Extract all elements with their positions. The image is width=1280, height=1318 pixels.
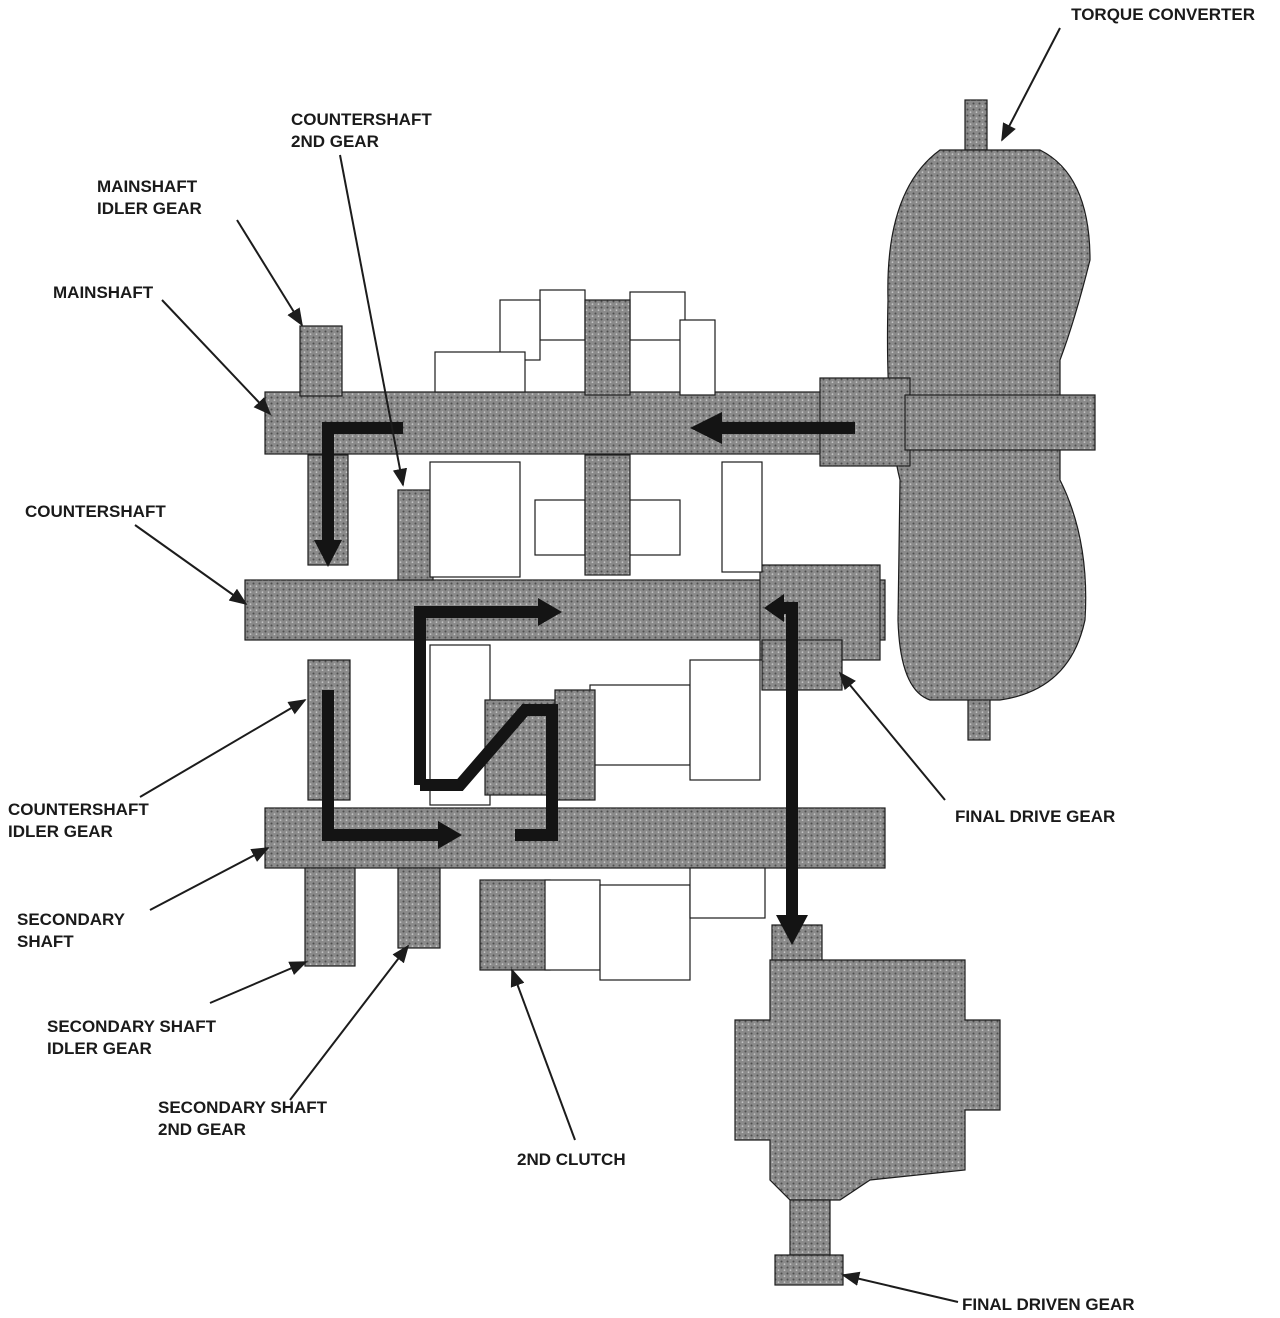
gear-and-clutch-packs <box>299 289 843 981</box>
label-countershaft-idler-gear: COUNTERSHAFT IDLER GEAR <box>8 800 153 841</box>
label-secondary-shaft-idler-gear: SECONDARY SHAFT IDLER GEAR <box>47 1017 221 1058</box>
label-secondary-shaft: SECONDARY SHAFT <box>17 910 129 951</box>
label-2nd-clutch: 2ND CLUTCH <box>517 1150 626 1169</box>
label-final-driven-gear: FINAL DRIVEN GEAR <box>962 1295 1135 1314</box>
label-countershaft: COUNTERSHAFT <box>25 502 166 521</box>
label-mainshaft: MAINSHAFT <box>53 283 154 302</box>
leader-lines <box>134 27 1061 1303</box>
power-flow-arrowheads <box>314 412 808 945</box>
label-mainshaft-idler-gear: MAINSHAFT IDLER GEAR <box>97 177 202 218</box>
labels: TORQUE CONVERTER COUNTERSHAFT 2ND GEAR M… <box>8 5 1255 1314</box>
final-driven-gear-body <box>734 924 1001 1286</box>
label-torque-converter: TORQUE CONVERTER <box>1071 5 1255 24</box>
label-final-drive-gear: FINAL DRIVE GEAR <box>955 807 1115 826</box>
power-flow-path <box>322 422 855 920</box>
label-secondary-shaft-2nd-gear: SECONDARY SHAFT 2ND GEAR <box>158 1098 332 1139</box>
label-countershaft-2nd-gear: COUNTERSHAFT 2ND GEAR <box>291 110 436 151</box>
